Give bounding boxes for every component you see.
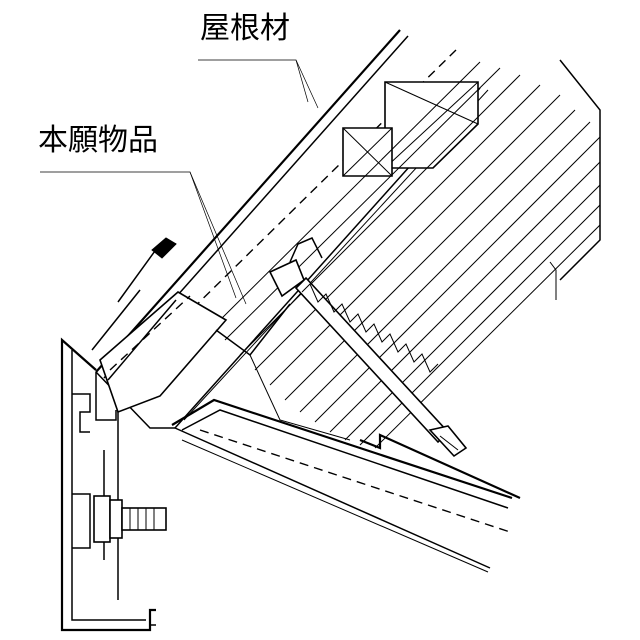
fascia-groove-1: [72, 394, 90, 432]
bolt-shaft: [122, 508, 166, 530]
insulation-line-12: [210, 62, 480, 330]
label-product-group: 本願物品: [38, 123, 246, 304]
insulation-line-9: [360, 205, 600, 445]
fascia-bolt-slot: [72, 494, 90, 548]
insulation-line-11: [225, 68, 500, 340]
purlin-block: [343, 82, 478, 176]
bolt-assembly: [94, 496, 166, 542]
screw-washer: [290, 238, 322, 262]
bolt-nut: [110, 500, 122, 538]
lower-roof-panel: [172, 400, 520, 572]
lower-panel-top-edge-inner: [182, 410, 508, 508]
screw-tip: [430, 426, 466, 456]
insulation-line-6: [315, 137, 600, 422]
bolt-head: [94, 496, 110, 542]
insulation-line-10: [375, 225, 600, 448]
leader-tick-roof-material: [296, 60, 308, 102]
label-roof-material-group: 屋根材: [198, 11, 318, 108]
insulation-step: [550, 262, 556, 300]
roof-top-edge: [96, 30, 400, 372]
insulation-line-7: [330, 162, 600, 432]
leader-line-roof-material: [198, 60, 318, 108]
label-roof-material: 屋根材: [200, 11, 290, 46]
insulation-right-edge: [560, 60, 600, 280]
seal-strip: [152, 238, 176, 258]
insulation-line-8: [345, 185, 600, 440]
screw: [270, 238, 466, 456]
lower-panel-bottom-edge-inner: [182, 440, 488, 572]
label-product: 本願物品: [38, 123, 158, 158]
bracket-clip-body: [100, 292, 226, 412]
leader-tick-product: [190, 172, 236, 298]
